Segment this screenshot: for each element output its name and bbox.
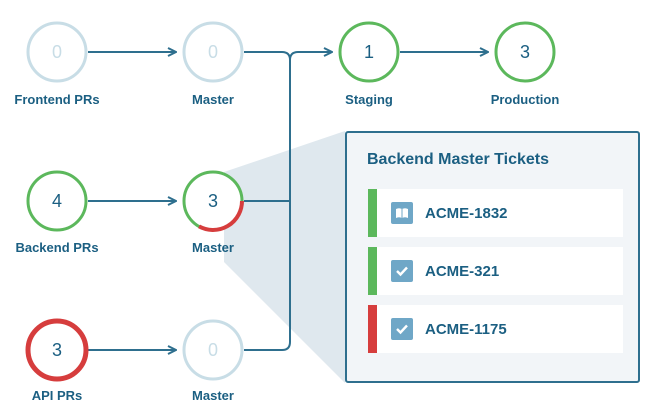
node-label: Master — [192, 240, 234, 255]
status-bar — [368, 189, 377, 237]
merge-connector — [244, 51, 291, 351]
node-count: 4 — [52, 191, 62, 211]
checkbox-icon — [391, 260, 413, 282]
ticket-item[interactable]: ACME-1175 — [368, 305, 623, 353]
ticket-id: ACME-321 — [425, 262, 500, 280]
node-backend-master[interactable]: 3 Master — [182, 170, 244, 255]
node-label: Staging — [345, 92, 393, 107]
node-label: Production — [491, 92, 560, 107]
status-bar — [368, 305, 377, 353]
ticket-id: ACME-1832 — [425, 204, 508, 222]
panel-title: Backend Master Tickets — [367, 151, 550, 168]
tickets-panel: Backend Master Tickets ACME-1832 ACME-32… — [345, 131, 640, 383]
node-frontend-master[interactable]: 0 Master — [182, 21, 244, 107]
node-label: API PRs — [32, 388, 83, 403]
node-label: Master — [192, 388, 234, 403]
node-api-master[interactable]: 0 Master — [182, 319, 244, 403]
node-label: Master — [192, 92, 234, 107]
checkbox-icon — [391, 318, 413, 340]
node-label: Frontend PRs — [14, 92, 99, 107]
ticket-id: ACME-1175 — [425, 320, 507, 338]
ticket-item[interactable]: ACME-1832 — [368, 189, 623, 237]
node-production[interactable]: 3 Production — [491, 21, 560, 107]
node-label: Backend PRs — [15, 240, 98, 255]
arrow-to-staging — [289, 52, 332, 61]
node-count: 1 — [364, 42, 374, 62]
node-count: 3 — [520, 42, 530, 62]
ticket-item[interactable]: ACME-321 — [368, 247, 623, 295]
node-count: 0 — [208, 42, 218, 62]
node-count: 3 — [208, 191, 218, 211]
node-count: 0 — [52, 42, 62, 62]
callout-shade — [224, 131, 345, 383]
book-icon — [391, 202, 413, 224]
node-api-prs[interactable]: 3 API PRs — [25, 318, 89, 403]
node-frontend-prs[interactable]: 0 Frontend PRs — [14, 21, 100, 107]
node-staging[interactable]: 1 Staging — [338, 21, 400, 107]
node-backend-prs[interactable]: 4 Backend PRs — [15, 170, 99, 255]
failing-arc — [198, 200, 244, 232]
node-count: 3 — [52, 340, 62, 360]
status-bar — [368, 247, 377, 295]
node-count: 0 — [208, 340, 218, 360]
